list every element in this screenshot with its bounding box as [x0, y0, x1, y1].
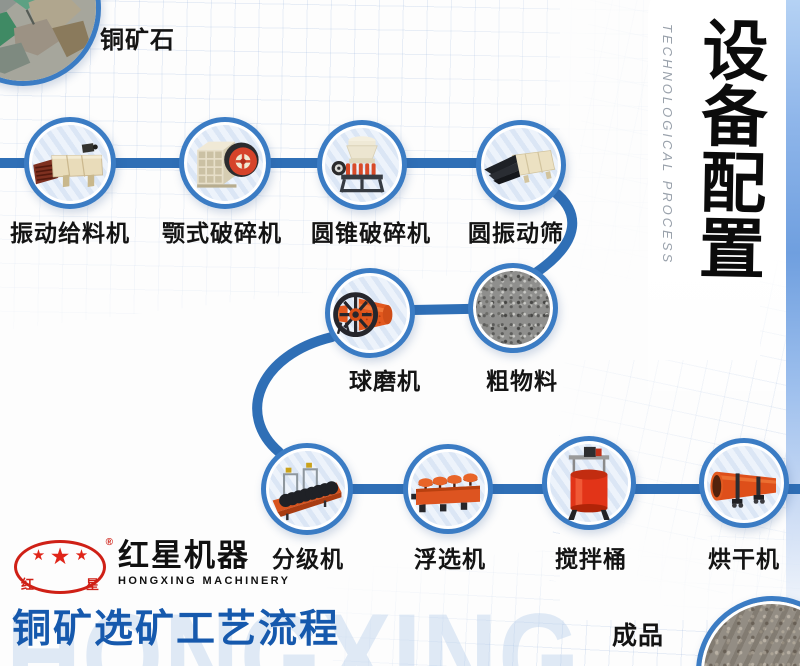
cone-crusher-icon	[331, 136, 385, 193]
node-label-flotation: 浮选机	[414, 546, 486, 572]
vibrating-feeder-icon	[33, 143, 104, 188]
logo-name-en: HONGXING MACHINERY	[118, 574, 291, 587]
registered-trademark-symbol: ®	[105, 537, 113, 548]
node-mixing-barrel	[542, 436, 636, 530]
node-jaw-crusher	[179, 117, 271, 209]
connector-screen-to-coarse	[532, 185, 578, 277]
mixing-barrel-icon	[568, 446, 610, 520]
node-label-ball-mill: 球磨机	[349, 368, 421, 394]
node-label-feeder: 振动给料机	[10, 220, 130, 246]
flotation-machine-icon	[411, 473, 480, 513]
node-label-mixing-barrel: 搅拌桶	[555, 546, 627, 572]
company-logo: ★ ★ ★ ® 红 星 红星机器 HONGXING MACHINERY	[14, 537, 291, 594]
logo-star-right: ★	[74, 547, 89, 564]
side-panel	[648, 0, 790, 436]
product-label: 成品	[612, 622, 665, 650]
logo-stars-icon: ★ ★ ★	[17, 545, 103, 568]
ball-mill-icon	[333, 292, 393, 337]
logo-text-block: 红星机器 HONGXING MACHINERY	[118, 538, 291, 587]
node-feeder	[24, 117, 116, 209]
logo-mark-right: 星	[85, 577, 99, 592]
node-dryer	[699, 438, 789, 528]
node-label-jaw-crusher: 颚式破碎机	[162, 220, 282, 246]
jaw-crusher-icon	[197, 141, 259, 188]
node-label-vibrating-screen: 圆振动筛	[468, 220, 564, 246]
source-label: 铜矿石	[100, 27, 175, 54]
node-label-dryer: 烘干机	[708, 546, 780, 572]
logo-name-cn: 红星机器	[118, 538, 250, 573]
node-coarse-material	[468, 263, 558, 353]
flow-title: 铜矿选矿工艺流程	[12, 608, 341, 651]
connector-ballmill-to-classifier	[252, 332, 337, 457]
node-ball-mill	[325, 268, 415, 358]
logo-mark-left: 红	[21, 577, 35, 592]
side-caption-vertical: TECHNOLOGICAL PROCESS	[660, 24, 675, 266]
watermark-text: HONGXING	[6, 589, 581, 666]
logo-star-left: ★	[31, 547, 46, 564]
node-flotation	[403, 444, 493, 534]
logo-oval-icon: ★ ★ ★ ® 红 星	[14, 537, 113, 594]
rotary-dryer-icon	[710, 471, 776, 508]
node-vibrating-screen	[476, 120, 566, 210]
node-classifier	[261, 443, 353, 535]
node-cone-crusher	[317, 120, 407, 210]
logo-star-center: ★	[49, 543, 71, 569]
right-edge-band	[786, 0, 800, 666]
circular-vibrating-screen-icon	[484, 150, 556, 185]
node-label-classifier: 分级机	[272, 546, 344, 572]
node-label-coarse-material: 粗物料	[486, 368, 558, 394]
node-label-cone-crusher: 圆锥破碎机	[311, 220, 431, 246]
spiral-classifier-icon	[272, 462, 342, 521]
copper-ore-rocks-icon	[0, 0, 96, 81]
